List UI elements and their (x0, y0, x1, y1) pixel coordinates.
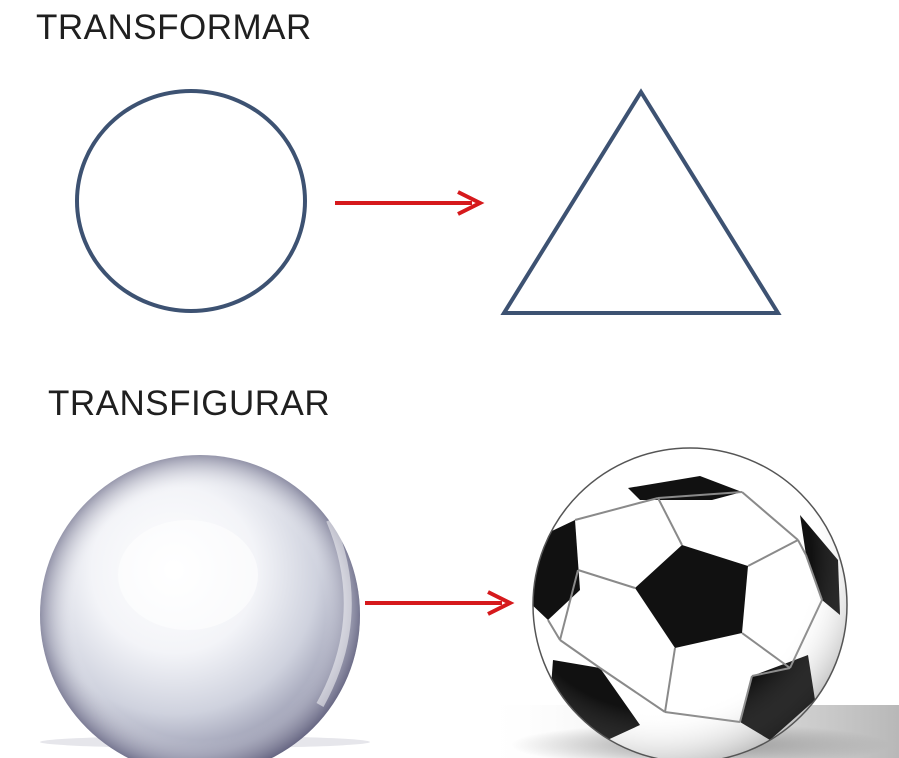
circle-outline-icon (77, 91, 305, 311)
pearl-sphere-icon (40, 455, 370, 758)
soccer-ball-icon (480, 448, 899, 758)
arrow-right-icon (335, 192, 480, 214)
triangle-outline-icon (504, 92, 778, 313)
arrow-right-icon (365, 592, 510, 614)
